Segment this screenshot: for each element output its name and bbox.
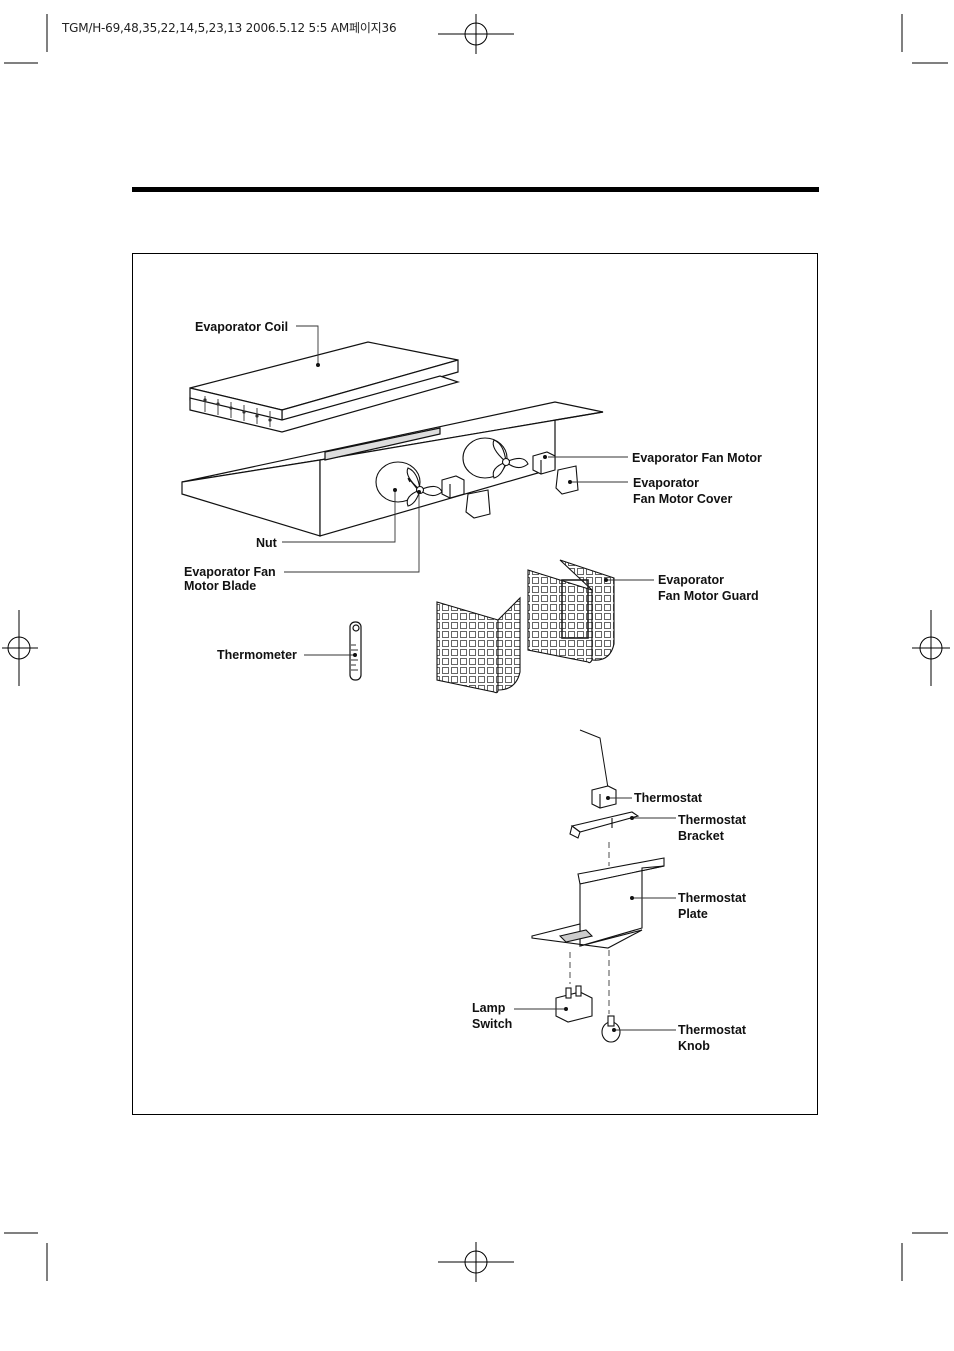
label-fan-motor-cover-line2: Fan Motor Cover xyxy=(633,492,733,506)
label-lamp-switch-line2: Switch xyxy=(472,1017,513,1031)
thermostat-knob-part xyxy=(601,1015,621,1043)
label-thermostat: Thermostat xyxy=(634,791,703,805)
label-fan-motor-guard-line1: Evaporator xyxy=(658,573,724,587)
label-thermostat-plate-line2: Plate xyxy=(678,907,708,921)
label-thermostat-bracket-line1: Thermostat xyxy=(678,813,747,827)
fan-motor-guard-left xyxy=(436,596,521,694)
label-evaporator-coil: Evaporator Coil xyxy=(195,320,289,334)
label-evaporator-fan-motor: Evaporator Fan Motor xyxy=(632,451,762,465)
thermostat-bracket-part xyxy=(569,811,640,839)
label-thermostat-knob-line1: Thermostat xyxy=(678,1023,747,1037)
leader-dots xyxy=(316,363,634,1032)
thermostat-capillary xyxy=(579,729,609,789)
evaporator-housing xyxy=(181,401,604,537)
label-fan-motor-guard-line2: Fan Motor Guard xyxy=(658,589,759,603)
thermometer-part xyxy=(349,621,362,681)
label-thermostat-knob-line2: Knob xyxy=(678,1039,710,1053)
label-nut: Nut xyxy=(256,536,277,550)
evaporator-fan-motor-left xyxy=(441,475,465,499)
evaporator-fan-motor-right xyxy=(532,451,556,475)
leader-lines xyxy=(282,325,676,1031)
label-fan-motor-cover-line1: Evaporator xyxy=(633,476,699,490)
registration-mark-bottom xyxy=(438,1242,514,1282)
evaporator-coil-part xyxy=(189,341,461,433)
registration-mark-right xyxy=(912,610,950,686)
thermostat-plate-part xyxy=(531,857,665,949)
label-thermostat-bracket-line2: Bracket xyxy=(678,829,724,843)
print-header: TGM/H-69,48,35,22,14,5,23,13 2006.5.12 5… xyxy=(62,21,397,35)
evaporator-fan-blade-right xyxy=(492,439,529,479)
diagram-frame xyxy=(132,253,818,1115)
title-rule xyxy=(132,187,819,192)
fan-motor-guard-right xyxy=(527,559,615,664)
registration-mark-left xyxy=(2,610,38,686)
registration-mark-top xyxy=(438,14,514,54)
label-fan-motor-blade-line1: Evaporator Fan xyxy=(184,565,276,579)
label-thermostat-plate-line1: Thermostat xyxy=(678,891,747,905)
assembly-guide-lines xyxy=(569,842,610,1014)
fan-motor-cover-right xyxy=(555,465,579,495)
thermostat-part xyxy=(591,785,617,809)
crop-marks xyxy=(4,14,948,1281)
label-fan-motor-blade-line2: Motor Blade xyxy=(184,579,257,593)
fan-motor-cover-left xyxy=(465,489,491,519)
lamp-switch-part xyxy=(555,985,593,1023)
label-lamp-switch-line1: Lamp xyxy=(472,1001,506,1015)
label-thermometer: Thermometer xyxy=(217,648,297,662)
